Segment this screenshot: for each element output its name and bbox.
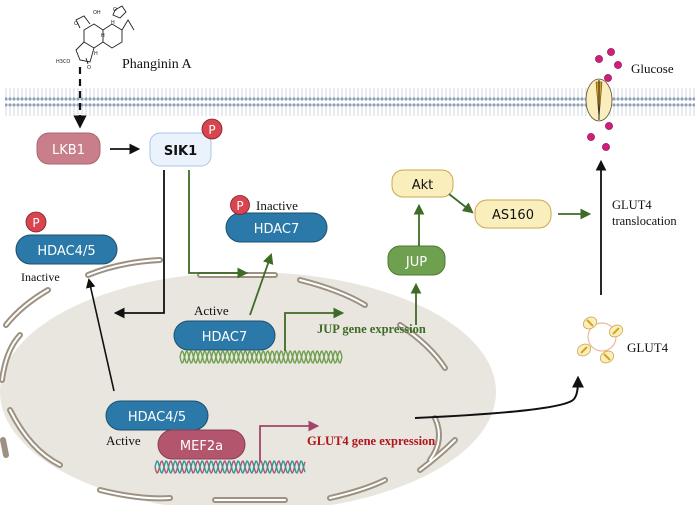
- atom-label: H: [111, 20, 115, 26]
- phanginin-a-structure: [75, 5, 135, 65]
- glucose-molecules: [587, 48, 622, 151]
- hdac45-inactive-label: HDAC4/5: [37, 244, 95, 259]
- as160-label: AS160: [492, 208, 534, 223]
- hdac7-inactive-node: HDAC7 P: [225, 195, 328, 243]
- translocation-label-line2: translocation: [612, 214, 677, 228]
- phospho-label: P: [236, 199, 243, 213]
- arrow-hdac7-export: [249, 252, 274, 316]
- hdac45-active-state: Active: [106, 433, 141, 448]
- atom-label: O: [74, 21, 78, 27]
- arrow-hdac45-export: [86, 278, 115, 392]
- arrow-sik1-to-hdac7: [188, 170, 249, 279]
- nucleus: [0, 257, 496, 505]
- arrow-glut4-gene-to-vesicle: [414, 375, 584, 419]
- phospho-label: P: [32, 216, 39, 230]
- translocation-label-line1: GLUT4: [612, 198, 652, 212]
- sik1-label: SIK1: [164, 144, 197, 159]
- jup-node: JUP: [387, 245, 446, 276]
- arrow-jup-transcription: [284, 307, 345, 351]
- lkb1-node: LKB1: [36, 132, 101, 165]
- phospho-label: P: [208, 123, 215, 137]
- arrow-sik1-to-nucleus: [113, 170, 165, 319]
- mef2a-node: MEF2a: [157, 429, 246, 460]
- atom-label: OH: [93, 10, 101, 16]
- hdac7-active-node: HDAC7: [173, 320, 276, 351]
- hdac45-active-label: HDAC4/5: [128, 410, 186, 425]
- dna-jup-gene: [179, 350, 343, 364]
- glut4-label: GLUT4: [627, 340, 669, 355]
- atom-label: O: [113, 7, 117, 13]
- jup-label: JUP: [405, 255, 427, 270]
- hdac7-inactive-label: HDAC7: [254, 222, 300, 237]
- glut4-vesicle: [576, 316, 624, 364]
- mef2a-label: MEF2a: [180, 439, 223, 454]
- glucose-label: Glucose: [631, 61, 674, 76]
- atom-label: H: [94, 51, 98, 57]
- hdac7-active-state: Active: [194, 303, 229, 318]
- atom-label: H: [101, 33, 105, 39]
- hdac45-active-node: HDAC4/5: [105, 400, 209, 431]
- arrow-glut4-transcription: [259, 420, 320, 462]
- lkb1-label: LKB1: [52, 143, 85, 158]
- sik1-node: SIK1 P: [149, 118, 223, 167]
- glut4-gene-expression-label: GLUT4 gene expression: [307, 434, 435, 448]
- hdac7-inactive-state: Inactive: [256, 198, 298, 213]
- hdac45-inactive-node: HDAC4/5 P: [15, 211, 118, 265]
- phanginin-a-label: Phanginin A: [122, 57, 193, 72]
- akt-label: Akt: [412, 178, 434, 193]
- atom-label: H3CO: [56, 59, 70, 65]
- atom-label: O: [87, 65, 91, 71]
- jup-gene-expression-label: JUP gene expression: [317, 322, 426, 336]
- hdac7-active-label: HDAC7: [202, 330, 248, 345]
- glut4-transporter-membrane: [585, 78, 613, 122]
- plasma-membrane: [5, 83, 695, 117]
- arrow-akt-to-as160: [448, 193, 474, 214]
- as160-node: AS160: [474, 199, 552, 229]
- hdac45-inactive-state: Inactive: [21, 270, 60, 284]
- dna-glut4-gene: [154, 460, 306, 474]
- akt-node: Akt: [391, 169, 454, 198]
